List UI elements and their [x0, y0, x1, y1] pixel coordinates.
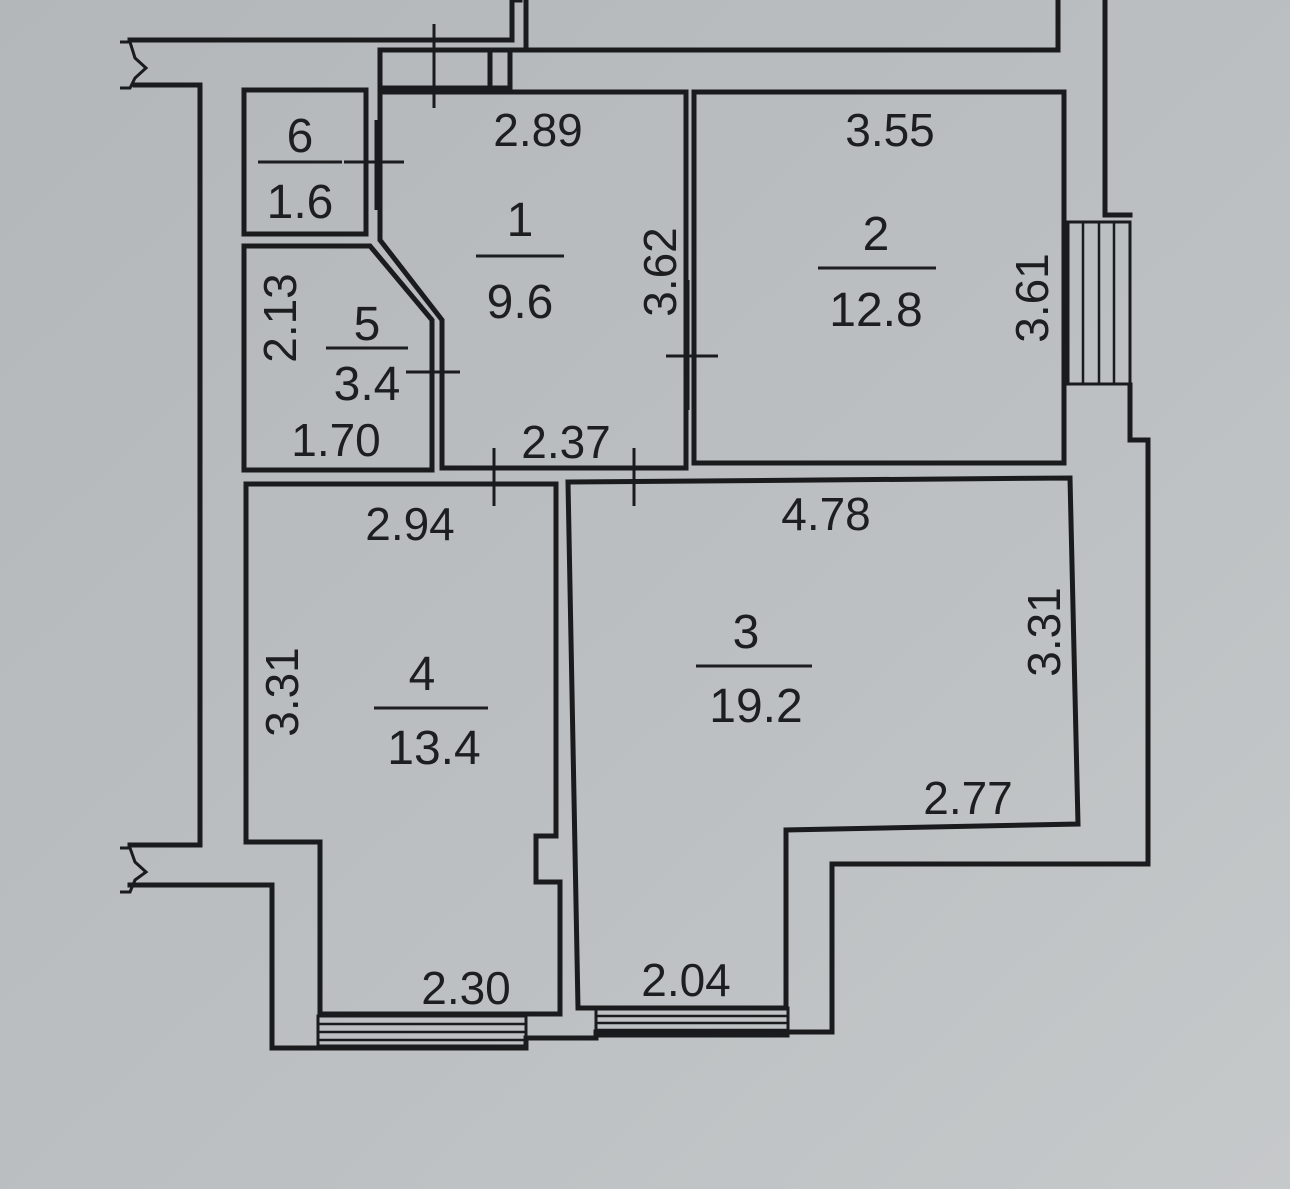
room2-width-label: 3.55	[845, 104, 935, 156]
room-label-2: 2 12.8	[818, 208, 936, 337]
top-neighbour-wall	[523, 0, 1061, 53]
room-2-walls	[691, 89, 1067, 466]
room-4-walls	[243, 481, 563, 1017]
window-right	[1066, 220, 1132, 386]
room-area: 12.8	[829, 284, 922, 337]
room3-inner-label: 2.77	[923, 772, 1013, 824]
break-mark-top	[120, 40, 149, 90]
room-label-5: 5 3.4	[326, 298, 408, 411]
room-number: 1	[507, 194, 534, 247]
room-label-4: 4 13.4	[374, 648, 488, 775]
room-number: 5	[354, 298, 381, 351]
outer-top-left-wall	[127, 0, 515, 43]
room4-width-label: 2.94	[365, 498, 455, 550]
room5-height-label: 2.13	[254, 273, 306, 363]
room5-width-label: 1.70	[291, 414, 381, 466]
door-ticks	[344, 24, 718, 506]
room-area: 3.4	[334, 358, 401, 411]
room1-bottom-label: 2.37	[521, 416, 611, 468]
room3-bottom-label: 2.04	[641, 954, 731, 1006]
room-label-1: 1 9.6	[476, 194, 564, 329]
dimension-labels: 2.89 3.62 2.37 3.55 3.61 4.78 3.31 2.77 …	[254, 104, 1070, 1014]
room-number: 3	[733, 606, 760, 659]
room-area: 1.6	[267, 176, 334, 229]
room-area: 13.4	[387, 722, 480, 775]
room1-height-label: 3.62	[634, 227, 686, 317]
window-bottom-left	[316, 1014, 528, 1048]
room-number: 2	[863, 208, 890, 261]
room-number: 6	[287, 110, 314, 163]
room-area: 9.6	[487, 276, 554, 329]
room-label-6: 6 1.6	[258, 110, 342, 229]
window-bottom-right	[594, 1006, 790, 1038]
room-1-walls	[377, 85, 689, 471]
room-5-walls	[241, 243, 435, 473]
room-3-walls	[565, 475, 1081, 1011]
outer-bottom-left-wall	[127, 882, 529, 1051]
room3-height-label: 3.31	[1018, 587, 1070, 677]
room-number: 4	[409, 648, 436, 701]
room4-bottom-label: 2.30	[421, 962, 511, 1014]
outer-left-inner-wall	[127, 82, 203, 848]
room2-height-label: 3.61	[1006, 253, 1058, 343]
room-area: 19.2	[709, 680, 802, 733]
outer-right-lower-wall	[789, 382, 1151, 1035]
room-label-3: 3 19.2	[696, 606, 812, 733]
break-mark-bottom	[120, 846, 149, 894]
room3-width-label: 4.78	[781, 488, 871, 540]
break-marks	[120, 40, 149, 894]
room1-width-label: 2.89	[493, 104, 583, 156]
room4-height-label: 3.31	[256, 647, 308, 737]
